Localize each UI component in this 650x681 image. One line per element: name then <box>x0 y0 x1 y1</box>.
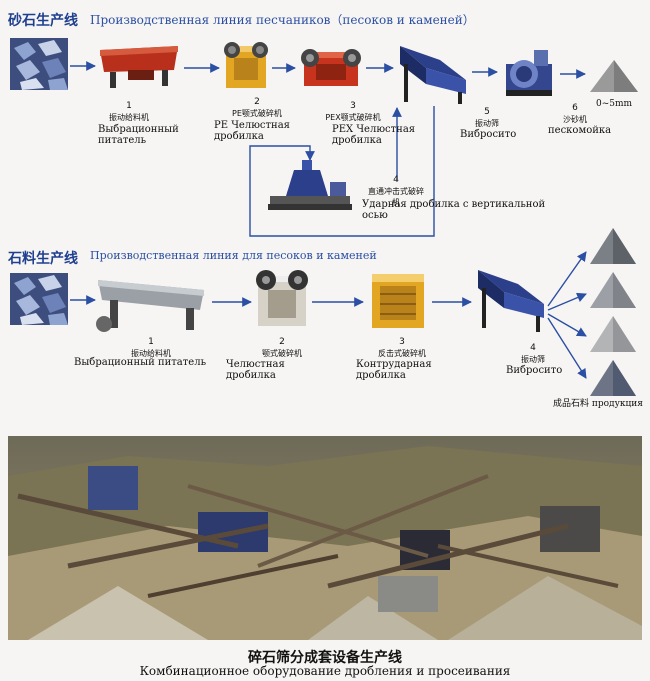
line1-title-ru: Производственная линия песчаников（песоко… <box>90 13 475 27</box>
line2-step-1-ru: Выбрационный питатель <box>74 357 207 368</box>
line2-title-cn: 石料生产线 <box>8 251 78 267</box>
raw-stone-image-1 <box>10 38 68 90</box>
line2-title-ru: Производственная линия для песоков и кам… <box>90 249 377 262</box>
line1-step-1-ru: Выбрационный питатель <box>98 124 179 146</box>
vibrating-feeder-2-image <box>96 280 204 332</box>
line1-title-cn: 砂石生产线 <box>8 13 78 29</box>
line2-step-1-label: 1 振动给料机 <box>131 337 171 358</box>
line1-step-1-label: 1 振动给料机 <box>109 101 149 122</box>
sand-product-size: 0~5mm <box>595 99 633 109</box>
vsi-crusher-image <box>268 160 352 210</box>
jaw-crusher-2-image <box>256 270 308 326</box>
line1-step-6-label: 6 沙砂机 пескомойка <box>548 103 612 136</box>
line2-flow-arrows <box>70 251 587 379</box>
product-pile-1 <box>590 228 636 264</box>
line1-step-4-ru: Ударная дробилка с вертикальной осью <box>362 199 546 221</box>
line1-step-5-label: 5 振动筛 Вибросито <box>460 107 517 140</box>
plant-photo <box>8 436 642 640</box>
line1-step-3-ru: PEX Челюстная дробилка <box>332 124 416 146</box>
line2-step-3-label: 3 反击式破碎机 <box>378 337 426 358</box>
raw-stone-image-2 <box>10 273 68 325</box>
sand-product-pile <box>590 60 638 92</box>
line1-step-2-ru: PE Челюстная дробилка <box>214 120 290 142</box>
line2-step-2-ru: Челюстная дробилка <box>226 359 285 381</box>
sand-washer-image <box>506 50 552 96</box>
product-pile-4 <box>590 360 636 396</box>
caption-ru: Комбинационное оборудование дробления и … <box>139 664 511 678</box>
vibrating-screen-1-image <box>400 46 466 104</box>
product-pile-3 <box>590 316 636 352</box>
line2-products-label: 成品石料 продукция <box>553 399 643 409</box>
line1-step-2-label: 2 PE颚式破碎机 <box>232 97 282 118</box>
plant-photo-drawing <box>8 436 642 640</box>
caption-cn: 碎石筛分成套设备生产线 <box>248 650 402 666</box>
impact-crusher-image <box>372 274 424 328</box>
line1-step-3-label: 3 PEX颚式破碎机 <box>325 101 381 122</box>
pe-jaw-crusher-image <box>224 42 268 88</box>
line2-step-4-label: 4 振动筛 Вибросито <box>506 343 563 376</box>
line1-step-4-label: 4 直通冲击式破碎机 <box>368 175 424 207</box>
line2-step-3-ru: Контрударная дробилка <box>356 359 432 381</box>
vibrating-feeder-1-image <box>100 46 178 88</box>
line1-flow-arrows <box>70 61 586 237</box>
product-pile-2 <box>590 272 636 308</box>
vibrating-screen-2-image <box>478 270 544 332</box>
line2-step-2-label: 2 颚式破碎机 <box>262 337 302 358</box>
pex-jaw-crusher-image <box>301 49 361 86</box>
